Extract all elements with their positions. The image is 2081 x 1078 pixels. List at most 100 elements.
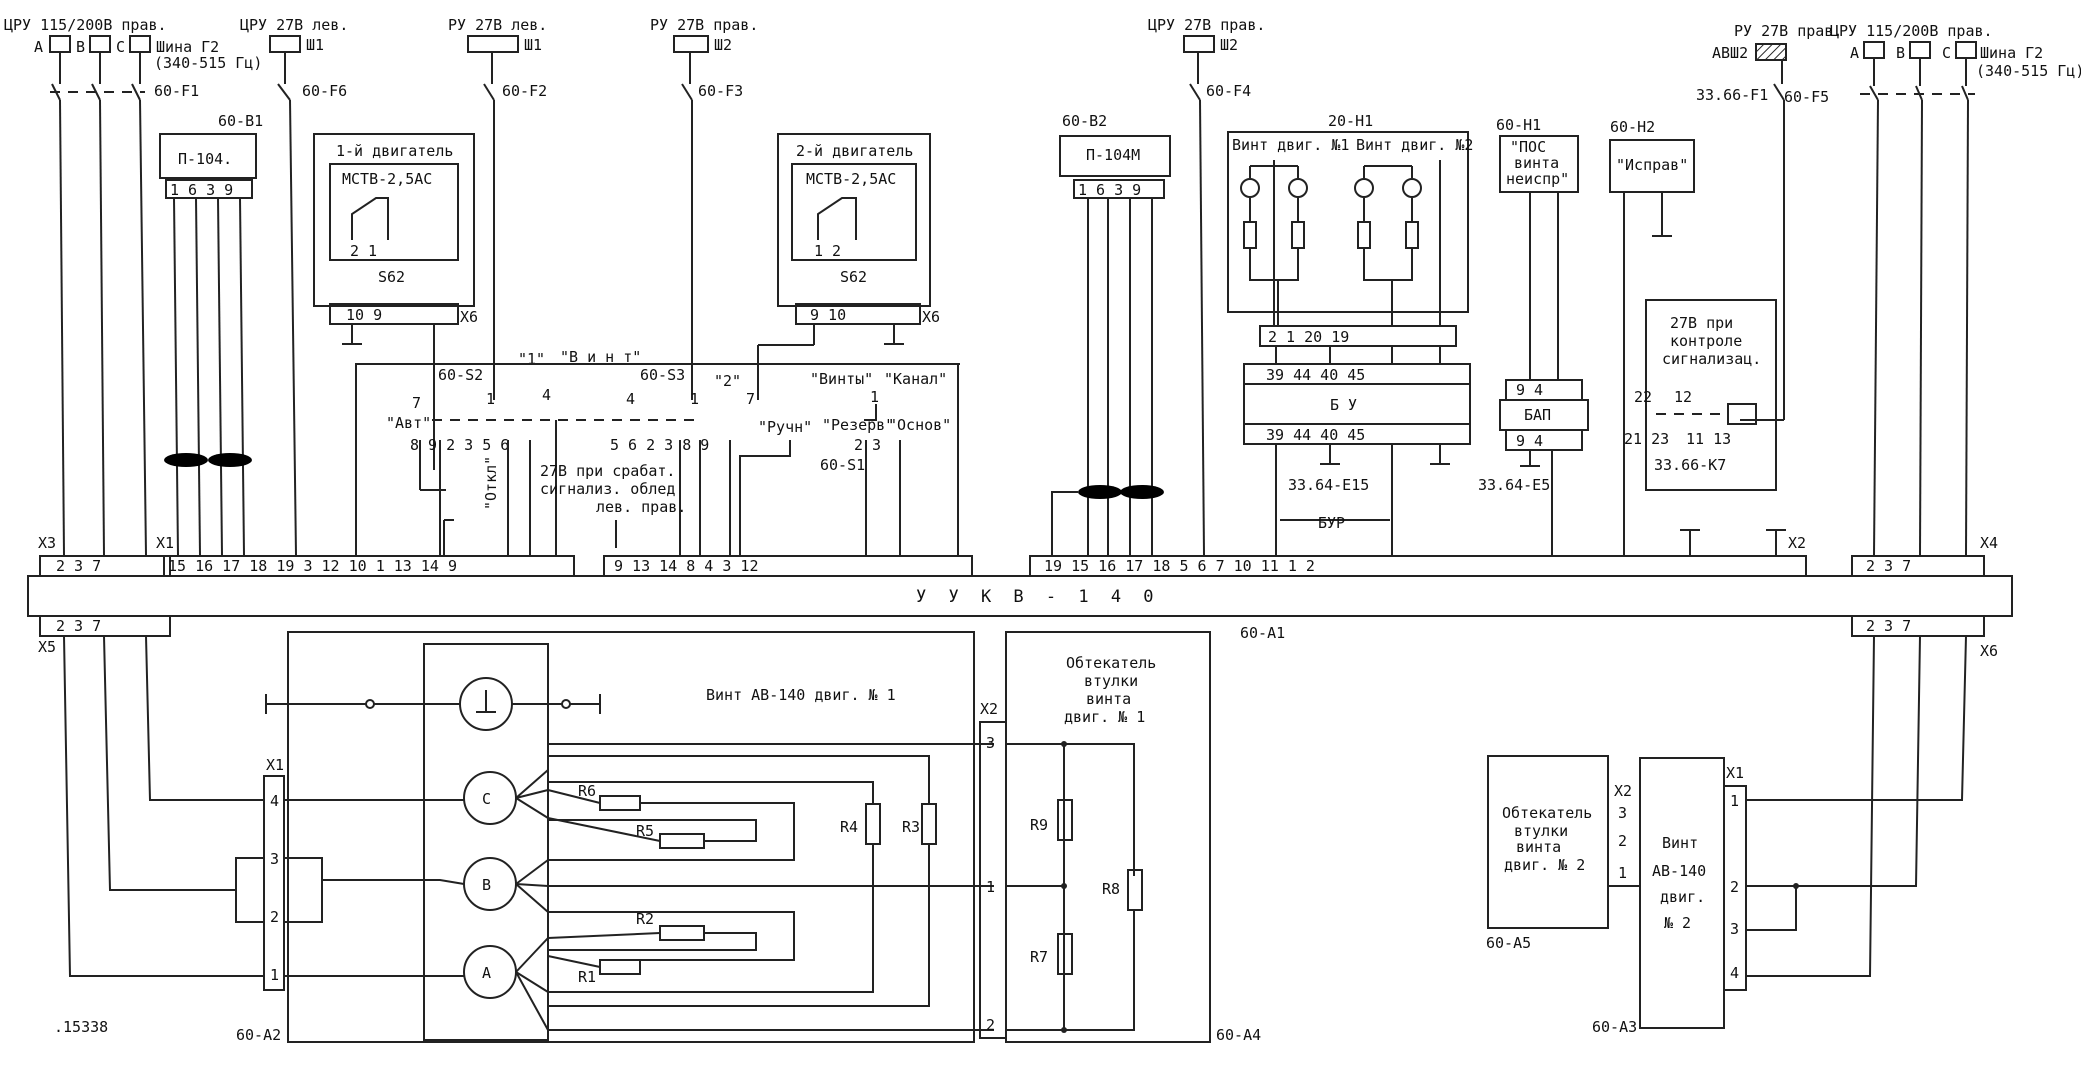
a5-x2-pin1: 1 (1618, 864, 1627, 882)
x5-pins: 2 3 7 (56, 617, 101, 635)
sh1-label: Ш1 (306, 36, 324, 54)
s62-2-label: S62 (840, 268, 867, 286)
r6-label: R6 (578, 782, 596, 800)
bus-g2-r-label: Шина Г2 (1980, 44, 2043, 62)
switch-one: "1" (518, 350, 545, 368)
s1-pins: 2 3 (854, 436, 881, 454)
x6-connector-2 (795, 303, 921, 325)
terminal-sh1-b (467, 35, 519, 53)
source-cru27-left: ЦРУ 27В лев. (240, 16, 348, 34)
lamp-res-3 (1357, 221, 1371, 249)
a2-x1-pin2: 2 (270, 908, 279, 926)
switch-s3-label: 60-S3 (640, 366, 685, 384)
ctrl-line2: контроле (1670, 332, 1742, 350)
switch-vint: "В и н т" (560, 348, 641, 366)
x1-label: X1 (156, 534, 174, 552)
a5-x2-pin3: 3 (1618, 804, 1627, 822)
mstv2-box (791, 163, 917, 261)
freq-label: (340-515 Гц) (154, 54, 262, 72)
a5-x2-pin2: 2 (1618, 832, 1627, 850)
terminal-sh1-a (269, 35, 301, 53)
mstv1-pins: 2 1 (350, 242, 377, 260)
a5-x2-label: X2 (1614, 782, 1632, 800)
terminal-b-r (1909, 41, 1931, 59)
x1-pins-b: 9 13 14 8 4 3 12 (614, 557, 759, 575)
block-bu-label: Б У (1330, 396, 1357, 414)
x6-bottom-label: X6 (1980, 642, 1998, 660)
obled-line3: лев. прав. (596, 498, 686, 516)
fuse-33-66-f1-label: 33.66-F1 (1696, 86, 1768, 104)
s2-pin-4: 4 (542, 386, 551, 404)
block-b2-label: 60-В2 (1062, 112, 1107, 130)
source-ru27-right: РУ 27В прав. (650, 16, 758, 34)
phase-a-r-label: А (1850, 44, 1859, 62)
k7-pin-21: 21 23 (1624, 430, 1669, 448)
pos-line2: винта (1514, 154, 1559, 172)
source-ru27-right-2: РУ 27В прав. (1734, 22, 1842, 40)
twist-pair-2 (208, 453, 252, 467)
a2-x1-pin3: 3 (270, 850, 279, 868)
a2-x1-label: X1 (266, 756, 284, 774)
lamp-res-2 (1291, 221, 1305, 249)
phase-a-label: А (34, 38, 43, 56)
switch-vinty: "Винты" (810, 370, 873, 388)
a2-bridge-r (283, 857, 323, 923)
p104-pins-label: 1 6 3 9 (170, 181, 233, 199)
vint1-label: Винт двиг. №1 (1232, 136, 1349, 154)
sh1-label-b: Ш1 (524, 36, 542, 54)
resistor-r5 (659, 833, 705, 849)
doc-number: .15338 (54, 1018, 108, 1036)
fuse-f5-label: 60-F5 (1784, 88, 1829, 106)
avsh2-hatched-breaker (1755, 43, 1787, 61)
s2-pin-1: 1 (486, 390, 495, 408)
vint2-line2: АВ-140 (1652, 862, 1706, 880)
s2-pins-bottom: 8 9 2 3 5 6 (410, 436, 509, 454)
fuse-f4-label: 60-F4 (1206, 82, 1251, 100)
a3-x1-pin1: 1 (1730, 792, 1739, 810)
r7-label: R7 (1030, 948, 1048, 966)
a3-x1-pin4: 4 (1730, 964, 1739, 982)
fuse-f6-label: 60-F6 (302, 82, 347, 100)
bus-g2-label: Шина Г2 (156, 38, 219, 56)
phase-c-label: С (482, 790, 491, 808)
block-60h2 (1609, 139, 1695, 193)
switch-two: "2" (714, 372, 741, 390)
obt1-line3: винта (1086, 690, 1131, 708)
resistor-r3 (921, 803, 937, 845)
source-cru115-right: ЦРУ 115/200В прав. (1830, 22, 1993, 40)
bu-pins-b-label: 39 44 40 45 (1266, 426, 1365, 444)
switch-ruchn: "Ручн" (758, 418, 812, 436)
obt1-line4: двиг. № 1 (1064, 708, 1145, 726)
obt1-line2: втулки (1084, 672, 1138, 690)
phase-box (423, 643, 549, 1041)
e15-label: 33.64-Е15 (1288, 476, 1369, 494)
r1-label: R1 (578, 968, 596, 986)
vint2-line1: Винт (1662, 834, 1698, 852)
a2-x1-pin4: 4 (270, 792, 279, 810)
phase-c-label: С (116, 38, 125, 56)
fuse-f2-label: 60-F2 (502, 82, 547, 100)
bu-top-pins: 2 1 20 19 (1268, 328, 1349, 346)
x-bu-top-pins (1259, 325, 1457, 347)
bap-pins-b-label: 9 4 (1516, 432, 1543, 450)
vint2-label: Винт двиг. №2 (1356, 136, 1473, 154)
r8-label: R8 (1102, 880, 1120, 898)
phase-a-label: А (482, 964, 491, 982)
phase-b-r-label: В (1896, 44, 1905, 62)
r4-label: R4 (840, 818, 858, 836)
resistor-r9 (1057, 799, 1073, 841)
block-p104 (159, 133, 257, 179)
engine2-box (777, 133, 931, 307)
s62-1-label: S62 (378, 268, 405, 286)
vint2-line3: двиг. (1660, 888, 1705, 906)
r3-label: R3 (902, 818, 920, 836)
x1-pins-c: 19 15 16 17 18 5 6 7 10 11 1 2 (1044, 557, 1315, 575)
terminal-c-r (1955, 41, 1977, 59)
block-p104m-pins (1073, 179, 1165, 199)
twist-pair-4 (1120, 485, 1164, 499)
phase-c-r-label: С (1942, 44, 1951, 62)
mstv1-box (329, 163, 459, 261)
a4-label: 60-А4 (1216, 1026, 1261, 1044)
lamp-1 (1240, 178, 1260, 198)
